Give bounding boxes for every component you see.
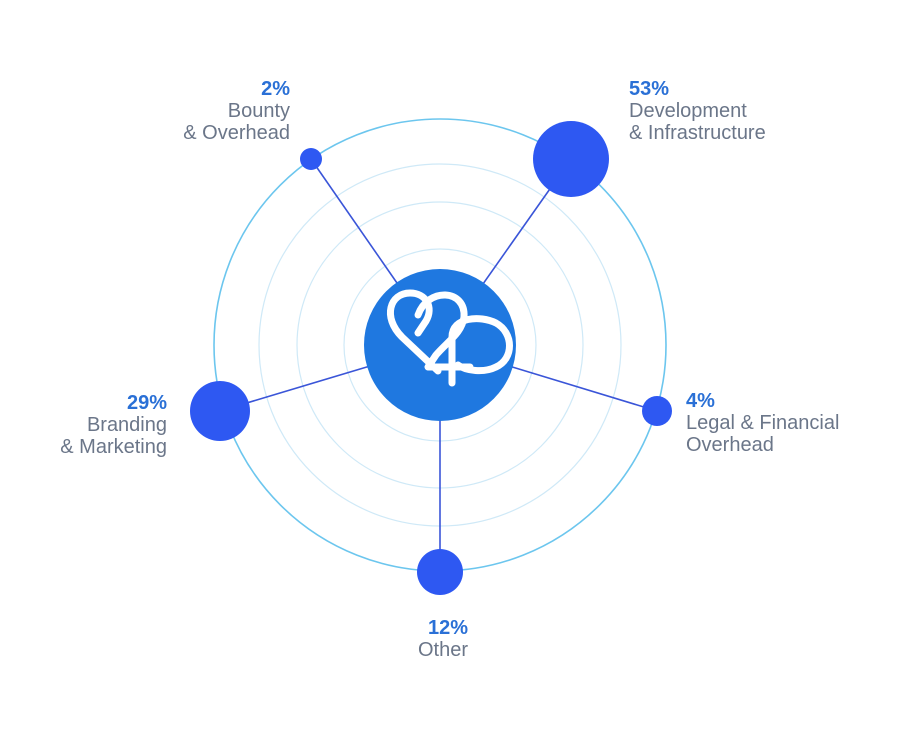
- bubble-other: [417, 549, 463, 595]
- category-label-development-2: & Infrastructure: [629, 122, 766, 144]
- percent-label-legal: 4%: [686, 390, 715, 412]
- nodes: [190, 121, 672, 595]
- labels: 2%Bounty& Overhead 53%Development& Infras…: [60, 78, 839, 661]
- bubble-legal: [642, 396, 672, 426]
- bubble-bounty: [300, 148, 322, 170]
- bubble-branding: [190, 381, 250, 441]
- category-label-bounty-2: & Overhead: [183, 122, 290, 144]
- p2p-logo-icon: [387, 289, 513, 387]
- category-label-branding-1: Branding: [87, 414, 167, 436]
- center-circle: [364, 269, 516, 421]
- percent-label-bounty: 2%: [261, 78, 290, 100]
- category-label-bounty-1: Bounty: [228, 100, 290, 122]
- category-label-legal-2: Overhead: [686, 434, 774, 456]
- category-label-development-1: Development: [629, 100, 747, 122]
- category-label-other-1: Other: [418, 639, 468, 661]
- category-label-branding-2: & Marketing: [60, 436, 167, 458]
- category-label-legal-1: Legal & Financial: [686, 412, 839, 434]
- percent-label-development: 53%: [629, 78, 669, 100]
- bubble-development: [533, 121, 609, 197]
- center-hub: [364, 269, 516, 421]
- percent-label-other: 12%: [428, 617, 468, 639]
- percent-label-branding: 29%: [127, 392, 167, 414]
